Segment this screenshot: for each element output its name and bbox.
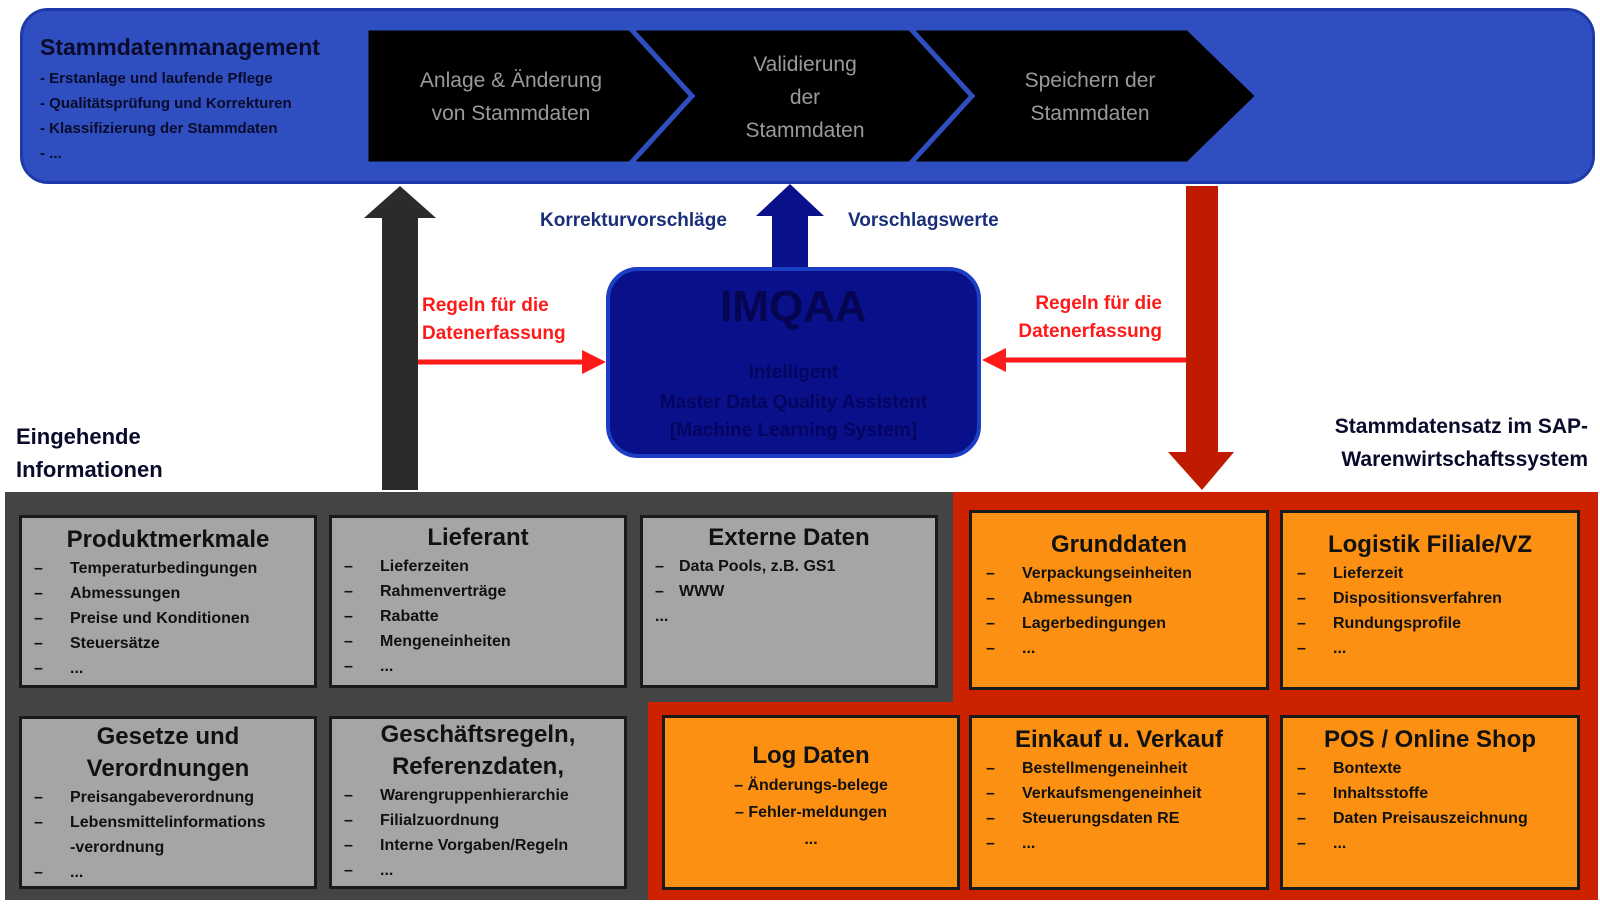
box-geschaeftsregeln: Geschäftsregeln, Referenzdaten, –Warengr…: [329, 716, 627, 889]
list-item: –Bontexte: [1297, 760, 1402, 777]
box-title: Lieferant: [427, 524, 529, 551]
box-lieferant: Lieferant –Lieferzeiten –Rahmenverträge …: [329, 515, 627, 688]
list-item: –Verkaufsmengeneinheit: [986, 785, 1202, 802]
imqaa-title: IMQAA: [720, 282, 867, 331]
list-item: -verordnung: [70, 839, 165, 856]
list-item: –Lieferzeiten: [344, 558, 469, 575]
list-item: –Inhaltsstoffe: [1297, 785, 1429, 802]
list-item: –Bestellmengeneinheit: [986, 760, 1188, 777]
list-item: –...: [986, 835, 1036, 852]
list-item: –Filialzuordnung: [344, 812, 500, 829]
box-produktmerkmale: Produktmerkmale –Temperaturbedingungen –…: [19, 515, 317, 688]
list-item: –Steuerungsdaten RE: [986, 810, 1180, 827]
list-item: –Verpackungseinheiten: [986, 565, 1192, 582]
box-title: Verordnungen: [86, 755, 250, 782]
list-item: –Daten Preisauszeichnung: [1297, 810, 1528, 827]
list-item: –Warengruppenhierarchie: [344, 787, 569, 804]
list-item: –...: [1297, 640, 1347, 657]
box-pos-online-shop: POS / Online Shop –Bontexte –Inhaltsstof…: [1280, 715, 1580, 890]
list-item: –...: [34, 864, 84, 881]
save-down-arrow: [1168, 186, 1234, 490]
list-item: –...: [1297, 835, 1347, 852]
box-log-daten: Log Daten – Änderungs-belege – Fehler-me…: [662, 715, 960, 890]
box-title: Einkauf u. Verkauf: [1014, 726, 1224, 753]
list-item: –Temperaturbedingungen: [34, 560, 258, 577]
banner-title: Stammdatenmanagement: [40, 34, 320, 60]
imqaa-up-arrow: [756, 184, 824, 267]
box-title: Log Daten: [752, 742, 870, 769]
box-title: Logistik Filiale/VZ: [1327, 531, 1533, 558]
list-item: ...: [655, 608, 669, 625]
box-gesetze: Gesetze und Verordnungen –Preisangabever…: [19, 716, 317, 889]
list-item: –...: [344, 862, 394, 879]
list-item: –Lebensmittelinformations: [34, 814, 266, 831]
banner-item: - Qualitätsprüfung und Korrekturen: [40, 95, 292, 112]
list-item: –Data Pools, z.B. GS1: [655, 558, 836, 575]
box-title: POS / Online Shop: [1323, 726, 1536, 753]
incoming-up-arrow: [364, 186, 436, 490]
list-item: –Preisangabeverordnung: [34, 789, 255, 806]
imqaa-line: Master Data Quality Assistent: [659, 392, 928, 413]
box-title: Referenzdaten,: [391, 753, 565, 780]
box-title: Grunddaten: [1051, 531, 1187, 558]
imqaa-box: [606, 267, 981, 458]
imqaa-line: Intelligent: [748, 362, 839, 383]
list-item: –Rabatte: [344, 608, 439, 625]
step-chevron-3: [904, 25, 1262, 167]
box-logistik: Logistik Filiale/VZ –Lieferzeit –Disposi…: [1280, 510, 1580, 690]
list-item: –Rundungsprofile: [1297, 615, 1461, 632]
list-item: –Lagerbedingungen: [986, 615, 1166, 632]
box-externe-daten: Externe Daten –Data Pools, z.B. GS1 –WWW…: [640, 515, 938, 688]
box-grunddaten: Grunddaten –Verpackungseinheiten –Abmess…: [969, 510, 1269, 690]
list-item: –Steuersätze: [34, 635, 160, 652]
list-item: –WWW: [655, 583, 725, 600]
box-title: Geschäftsregeln,: [380, 721, 576, 748]
rule-arrow-left: [582, 350, 606, 374]
box-einkauf-verkauf: Einkauf u. Verkauf –Bestellmengeneinheit…: [969, 715, 1269, 890]
list-item: –Abmessungen: [986, 590, 1133, 607]
list-item: –Lieferzeit: [1297, 565, 1404, 582]
list-item: – Änderungs-belege: [734, 777, 888, 794]
imqaa-line: [Machine Learning System]: [669, 420, 918, 441]
stammdatensatz-label: Stammdatensatz im SAP-Warenwirtschaftssy…: [1334, 415, 1588, 471]
box-title: Gesetze und: [96, 723, 240, 750]
list-item: – Fehler-meldungen: [734, 804, 888, 821]
banner-item: - Klassifizierung der Stammdaten: [40, 120, 278, 137]
korrekturvorschlaege-label: Korrekturvorschläge: [540, 210, 727, 231]
list-item: –Rahmenverträge: [344, 583, 507, 600]
list-item: –...: [34, 660, 84, 677]
vorschlagswerte-label: Vorschlagswerte: [848, 210, 999, 231]
banner-item: - Erstanlage und laufende Pflege: [40, 70, 273, 87]
list-item: –Dispositionsverfahren: [1297, 590, 1502, 607]
list-item: –Abmessungen: [34, 585, 181, 602]
box-title: Produktmerkmale: [66, 526, 270, 553]
list-item: ...: [804, 831, 818, 848]
list-item: –Interne Vorgaben/Regeln: [344, 837, 569, 854]
banner-item: - ...: [40, 145, 62, 162]
rule-arrow-right: [982, 348, 1006, 372]
list-item: –Preise und Konditionen: [34, 610, 250, 627]
box-title: Externe Daten: [708, 524, 870, 551]
list-item: –...: [986, 640, 1036, 657]
list-item: –Mengeneinheiten: [344, 633, 511, 650]
list-item: –...: [344, 658, 394, 675]
